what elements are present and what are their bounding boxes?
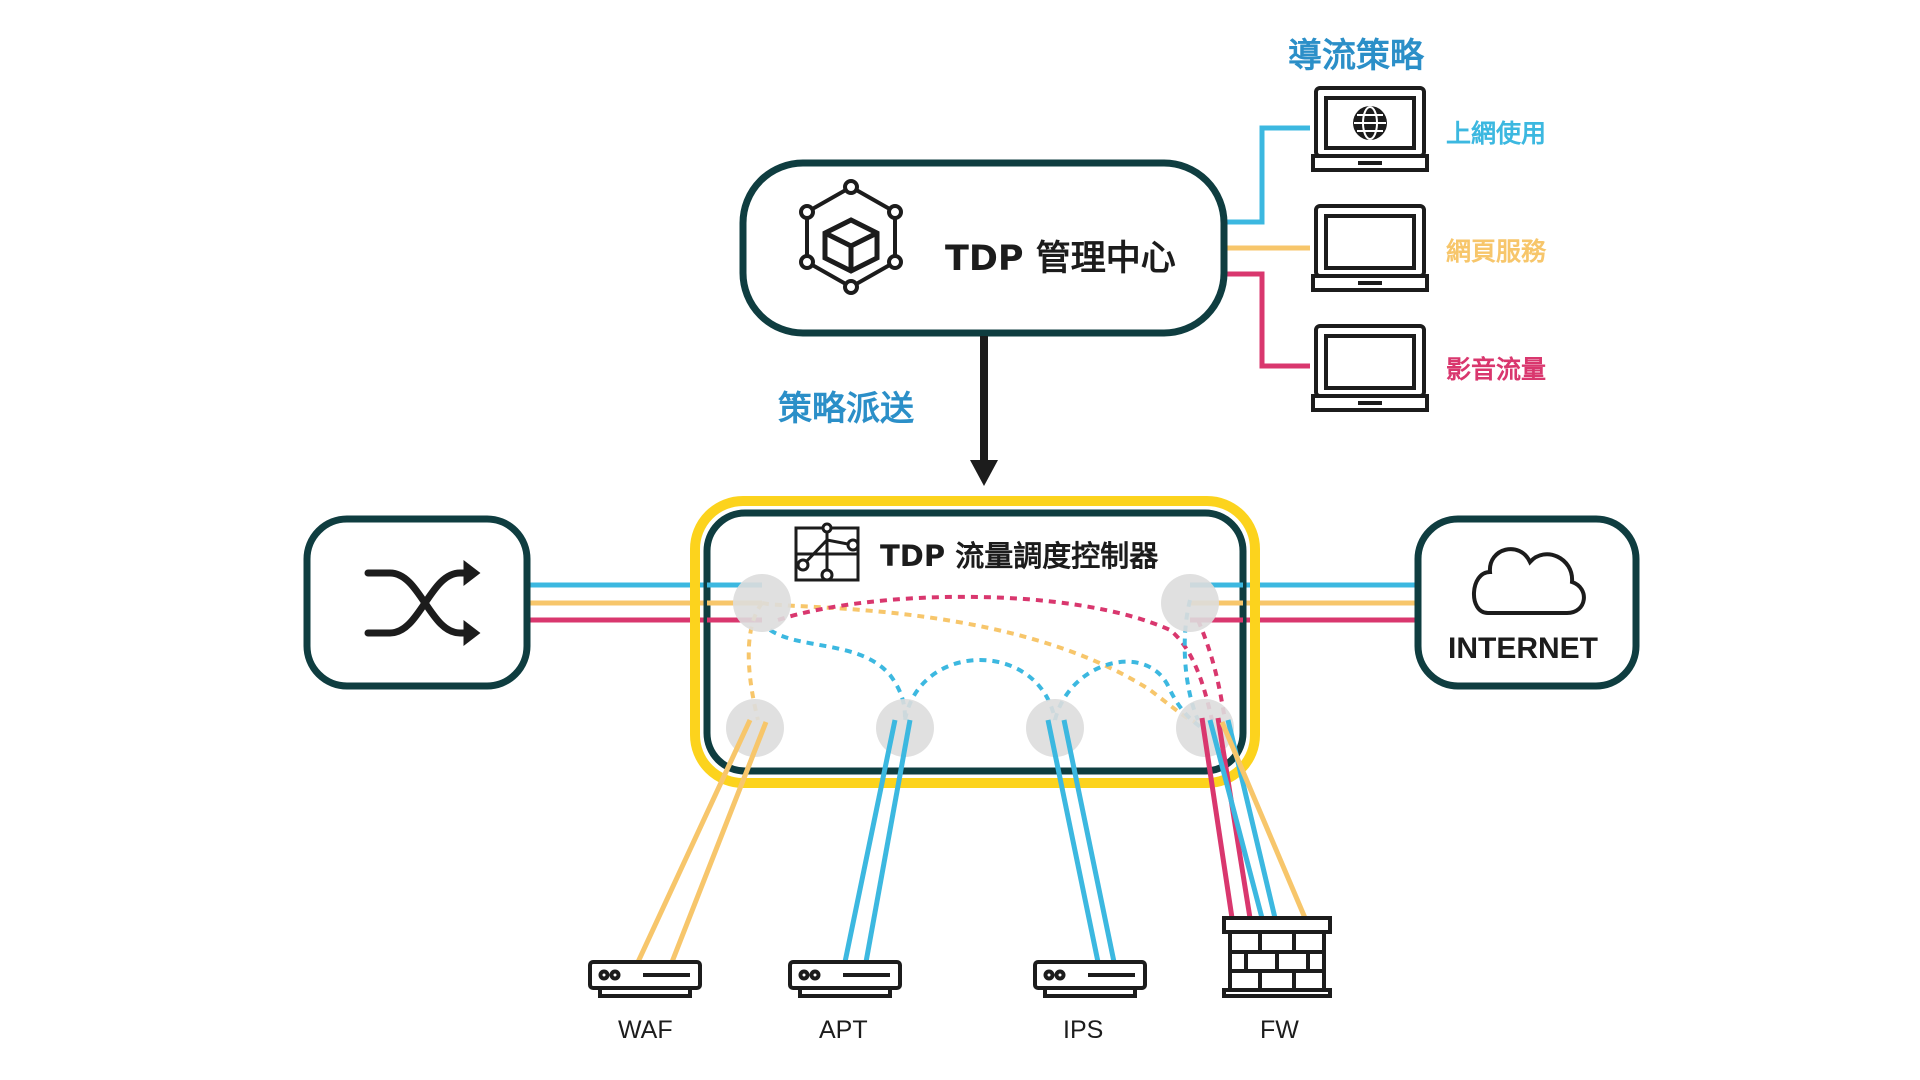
device-label-apt: APT: [819, 1016, 868, 1044]
device-label-ips: IPS: [1063, 1016, 1104, 1044]
controller-flow-icon: [794, 522, 860, 582]
connector-web-usage: [1225, 125, 1310, 225]
management-center-title: TDP 管理中心: [945, 239, 1176, 279]
policy-label-video-traffic: 影音流量: [1446, 355, 1547, 384]
policy-push-label: 策略派送: [778, 389, 914, 429]
diversion-policy-title: 導流策略: [1288, 36, 1424, 76]
device-label-fw: FW: [1260, 1016, 1299, 1044]
management-center-box: [739, 159, 1228, 337]
internet-box: [1414, 515, 1640, 690]
server-appliance-icon-waf: [588, 960, 702, 998]
server-appliance-icon-ips: [1033, 960, 1147, 998]
cloud-icon: [1472, 547, 1586, 615]
controller-outer-border: [690, 496, 1260, 788]
hexagon-network-icon: [799, 179, 903, 295]
shuffle-icon: [364, 559, 481, 647]
server-appliance-icon-apt: [788, 960, 902, 998]
laptop-icon-video-traffic: [1311, 324, 1429, 412]
globe-laptop-icon: [1311, 86, 1429, 172]
laptop-icon-web-service: [1311, 204, 1429, 292]
brick-firewall-icon: [1222, 916, 1332, 998]
connector-video-traffic: [1225, 271, 1310, 369]
device-label-waf: WAF: [618, 1016, 673, 1044]
policy-label-web-usage: 上網使用: [1446, 119, 1547, 148]
controller-title: TDP 流量調度控制器: [880, 539, 1159, 573]
switch-box: [303, 515, 531, 690]
controller-box: [703, 509, 1247, 775]
policy-label-web-service: 網頁服務: [1446, 237, 1547, 266]
policy-push-arrowhead: [970, 460, 998, 486]
internet-label: INTERNET: [1448, 632, 1598, 665]
